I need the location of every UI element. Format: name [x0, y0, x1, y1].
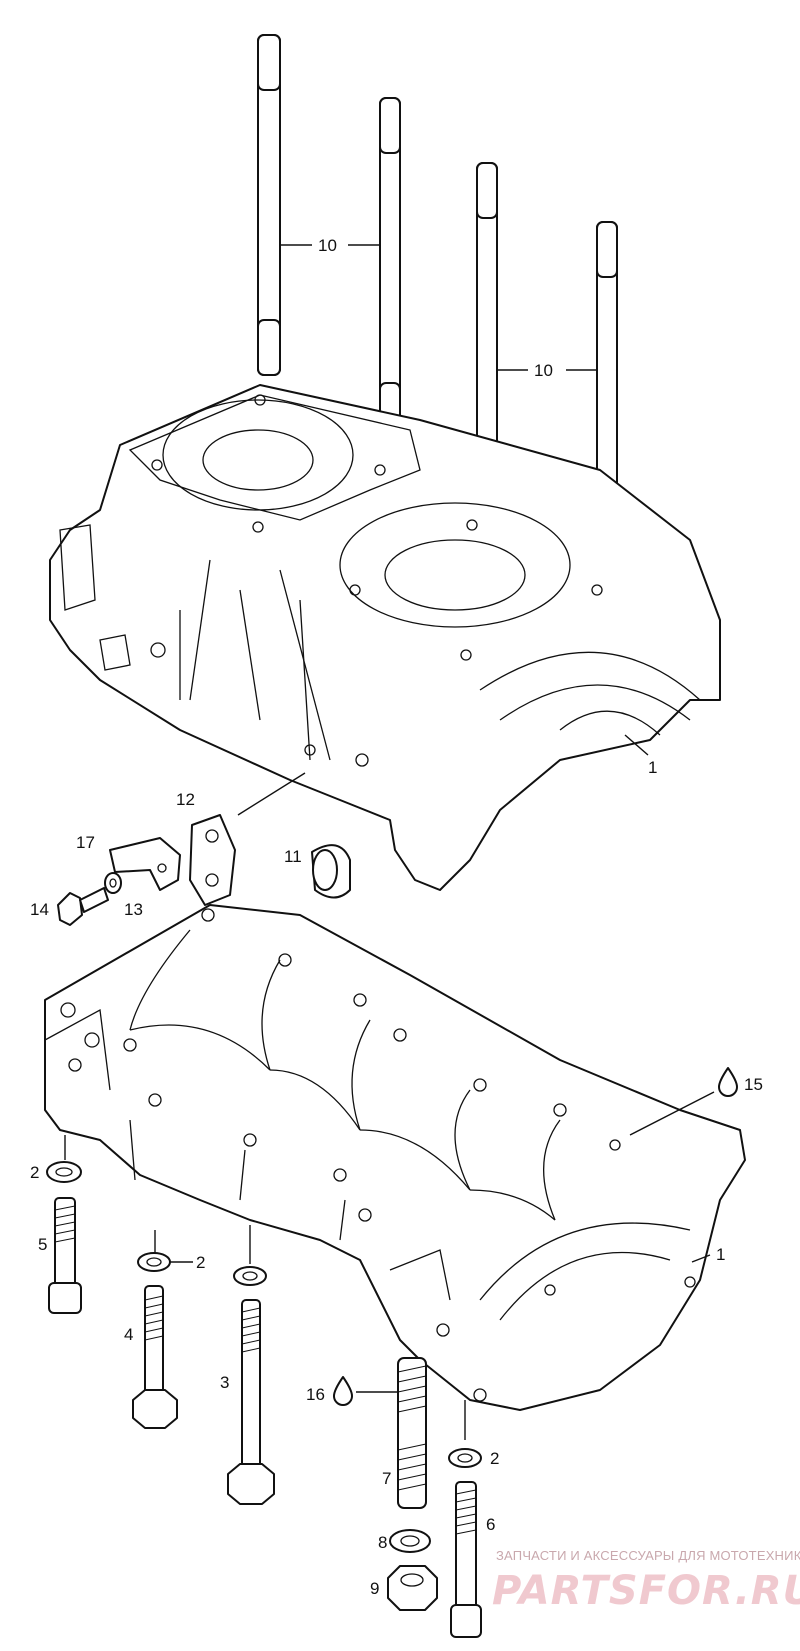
label-crankcase-upper: 1	[648, 758, 657, 777]
sealant-drop-16	[333, 1376, 353, 1406]
oil-line-plug	[311, 844, 351, 899]
washer-left	[46, 1161, 82, 1183]
label-sealant-16: 16	[306, 1385, 325, 1404]
label-washer-13: 13	[124, 900, 143, 919]
label-crankcase-lower: 1	[716, 1245, 725, 1264]
washer-right	[233, 1266, 267, 1286]
leader-upper-crankcase	[624, 734, 649, 756]
label-bolt-3: 3	[220, 1373, 229, 1392]
label-washer-c: 2	[490, 1449, 499, 1468]
label-stud-7: 7	[382, 1469, 391, 1488]
bracket	[109, 837, 181, 891]
stud-7	[397, 1357, 427, 1509]
label-bracket-17: 17	[76, 833, 95, 852]
washer-8	[389, 1529, 431, 1553]
hex-screw	[57, 887, 109, 926]
label-washer-b: 2	[196, 1253, 205, 1272]
cylinder-stud-1	[257, 34, 281, 376]
socket-bolt-5	[48, 1197, 82, 1314]
label-screw-14: 14	[30, 900, 49, 919]
hex-bolt-4	[132, 1285, 178, 1429]
washer-lower-right	[448, 1448, 482, 1468]
label-studs-right: 10	[534, 361, 553, 380]
socket-bolt-6	[450, 1481, 482, 1638]
lock-washer	[104, 872, 122, 894]
label-bolt-4: 4	[124, 1325, 133, 1344]
lower-crankcase	[44, 904, 746, 1411]
label-washer-8: 8	[378, 1533, 387, 1552]
label-bolt-5: 5	[38, 1235, 47, 1254]
watermark-tagline: ЗАПЧАСТИ И АКСЕССУАРЫ ДЛЯ МОТОТЕХНИКИ	[496, 1548, 800, 1563]
label-bolt-6: 6	[486, 1515, 495, 1534]
leader-sealant-15	[629, 1091, 715, 1136]
leader-lower-crankcase	[691, 1254, 711, 1263]
label-plug-11: 11	[284, 847, 302, 866]
watermark-brand: PARTSFOR.RU	[492, 1568, 800, 1614]
label-clamp-12: 12	[176, 790, 195, 809]
hex-nut-9	[387, 1565, 438, 1611]
label-washer-a: 2	[30, 1163, 39, 1182]
sealant-drop-15	[718, 1067, 738, 1097]
hose-clamp	[189, 814, 236, 906]
hex-bolt-3	[227, 1299, 275, 1505]
upper-crankcase	[49, 384, 721, 891]
label-studs-left: 10	[318, 236, 337, 255]
cylinder-stud-2	[379, 97, 401, 439]
leader-clamp	[237, 772, 306, 816]
washer-middle	[137, 1252, 171, 1272]
label-nut-9: 9	[370, 1579, 379, 1598]
label-sealant-15: 15	[744, 1075, 763, 1094]
